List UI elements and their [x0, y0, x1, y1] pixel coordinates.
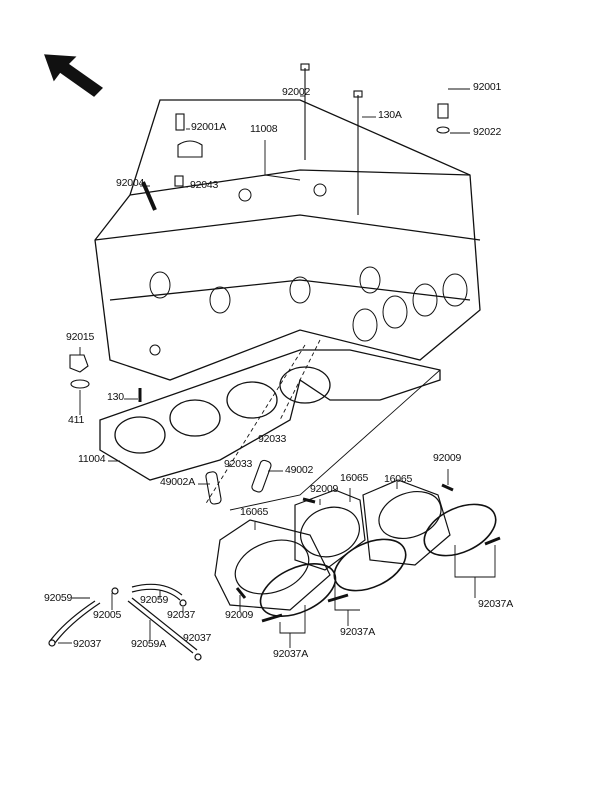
part-label-92037: 92037	[167, 609, 196, 621]
part-label-92037: 92037	[73, 638, 102, 650]
part-label-11004: 11004	[78, 453, 106, 465]
part-label-92059: 92059	[140, 594, 169, 606]
part-label-49002: 49002	[285, 464, 314, 476]
part-label-411: 411	[68, 414, 85, 426]
part-label-92005: 92005	[93, 609, 122, 621]
part-label-92001a: 92001A	[191, 121, 227, 133]
arrow-up-left-icon	[44, 54, 104, 97]
part-label-92037a: 92037A	[273, 648, 309, 660]
part-label-92015: 92015	[66, 331, 95, 343]
leader-lines	[79, 88, 496, 648]
part-label-92037a: 92037A	[340, 626, 376, 638]
head-gasket	[99, 349, 441, 481]
part-label-49002a: 49002A	[160, 476, 196, 488]
part-label-92059a: 92059A	[131, 638, 167, 650]
part-label-130: 130	[107, 391, 124, 403]
vacuum-hoses	[48, 583, 202, 661]
part-label-92043: 92043	[190, 179, 219, 191]
part-label-92033: 92033	[258, 433, 287, 445]
part-label-16065: 16065	[340, 472, 369, 484]
dowels-and-bolts	[69, 63, 450, 505]
throttle-holders	[214, 479, 451, 611]
part-label-92059: 92059	[44, 592, 73, 604]
clamps	[235, 483, 501, 623]
part-label-11008: 11008	[250, 123, 278, 135]
part-label-130a: 130A	[378, 109, 402, 121]
part-label-92037a: 92037A	[478, 598, 514, 610]
part-label-92001: 92001	[473, 81, 502, 93]
part-label-92037: 92037	[183, 632, 212, 644]
part-label-92004: 92004	[116, 177, 145, 189]
part-label-92022: 92022	[473, 126, 502, 138]
part-label-92009: 92009	[433, 452, 462, 464]
part-label-92033: 92033	[224, 458, 253, 470]
part-label-92009: 92009	[225, 609, 254, 621]
part-label-92002: 92002	[282, 86, 311, 98]
part-label-16065: 16065	[240, 506, 269, 518]
cylinder-head	[94, 99, 481, 381]
part-label-92009: 92009	[310, 483, 339, 495]
part-label-16065: 16065	[384, 473, 413, 485]
